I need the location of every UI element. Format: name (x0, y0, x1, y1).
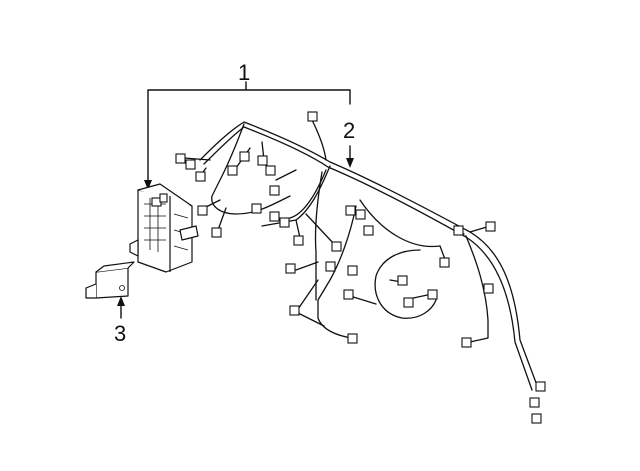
callout-2-leader (346, 145, 354, 168)
callout-2: 2 (343, 118, 355, 143)
callout-3: 3 (114, 321, 126, 346)
callout-1-leader (144, 81, 351, 190)
wiring-harness (183, 119, 539, 391)
harness-connectors (175, 111, 546, 424)
callout-3-leader (117, 296, 125, 319)
callout-1: 1 (238, 60, 250, 85)
mounting-bracket (85, 261, 135, 299)
junction-box (129, 183, 199, 273)
